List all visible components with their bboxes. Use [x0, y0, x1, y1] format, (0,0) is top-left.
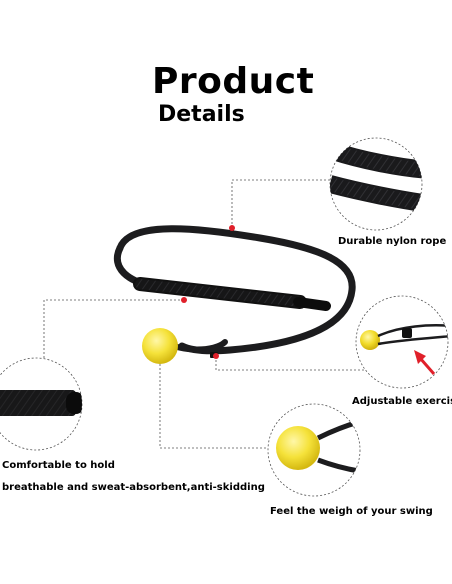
page-subtitle: Details — [158, 102, 245, 127]
grip-closeup — [0, 357, 83, 451]
grip-label-line1: Comfortable to hold — [2, 460, 115, 471]
adjustable-label: Adjustable exercise — [352, 396, 452, 407]
leader-lines — [43, 179, 380, 449]
ball-label: Feel the weigh of your swing — [270, 506, 433, 517]
callout-markers — [181, 225, 235, 359]
red-arrow-icon — [414, 350, 436, 375]
yellow-ball — [142, 328, 178, 364]
ball-closeup — [267, 403, 361, 497]
jump-rope — [113, 225, 356, 364]
page-title: Product — [152, 61, 315, 102]
adjustable-closeup — [355, 295, 449, 389]
rope-label: Durable nylon rope — [338, 236, 447, 247]
grip-label-line2: breathable and sweat-absorbent,anti-skid… — [2, 482, 265, 493]
rope-closeup — [329, 137, 423, 231]
